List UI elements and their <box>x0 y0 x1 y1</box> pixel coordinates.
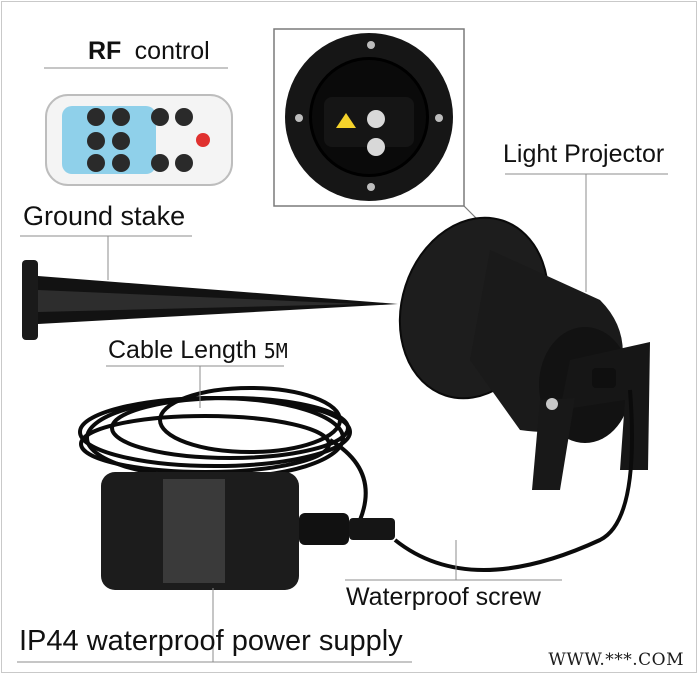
rf-remote-control <box>45 94 233 186</box>
power-supply-label: IP44 waterproof power supply <box>19 625 403 657</box>
power-adapter <box>101 472 395 590</box>
watermark-text: WWW.***.COM <box>548 650 684 670</box>
leader-lines <box>17 67 668 663</box>
laser-warning-icon <box>336 113 356 128</box>
projector-front-inset <box>273 28 465 207</box>
cable-length-value: 5M <box>263 339 288 363</box>
power-button-icon <box>196 133 210 147</box>
projector-body <box>398 205 650 490</box>
ground-stake-label: Ground stake <box>23 201 186 231</box>
ground-stake <box>22 260 398 340</box>
control-text: control <box>134 37 210 65</box>
cable-length-label: Cable Length 5M <box>108 336 288 365</box>
waterproof-screw-label: Waterproof screw <box>346 583 541 611</box>
rf-control-label: RF control <box>88 37 210 66</box>
cable-length-text: Cable Length <box>108 336 257 364</box>
light-projector-label: Light Projector <box>503 140 665 168</box>
rf-bold-text: RF <box>88 37 122 65</box>
